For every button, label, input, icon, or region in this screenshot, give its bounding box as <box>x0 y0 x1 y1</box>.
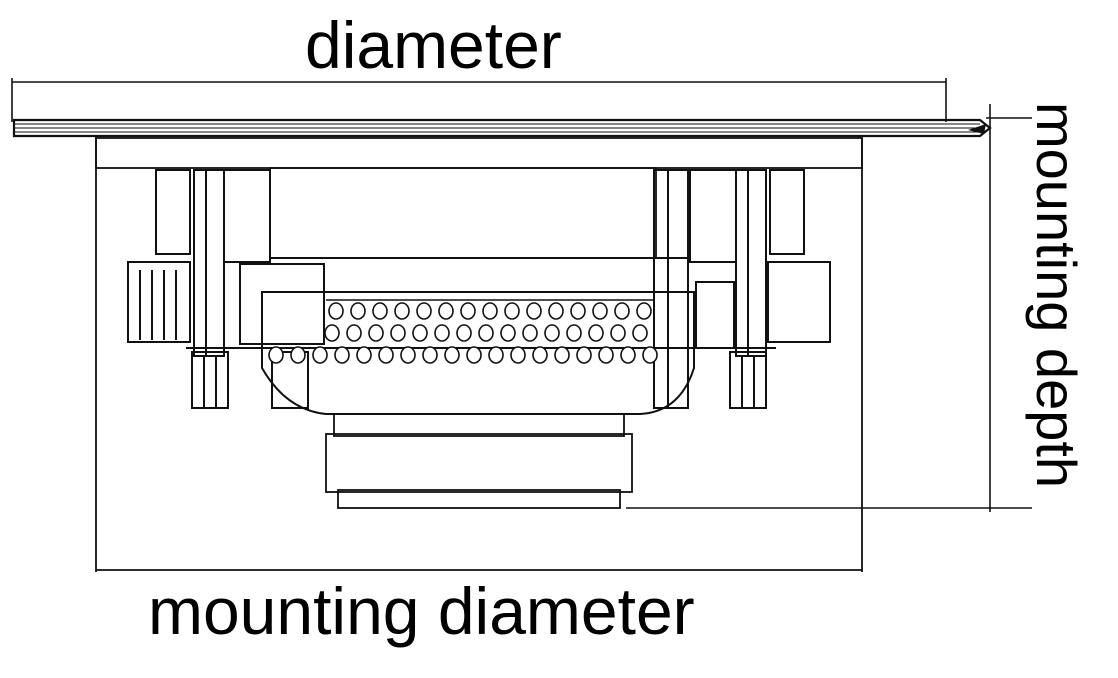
perforation-hole <box>400 346 416 364</box>
perforation-hole <box>390 324 406 342</box>
perforation-hole <box>412 324 428 342</box>
perforation-hole <box>378 346 394 364</box>
mounting-diameter-label: mounting diameter <box>148 574 695 648</box>
perforation-hole <box>350 302 366 320</box>
perforation-hole <box>598 346 614 364</box>
perforation-hole <box>456 324 472 342</box>
perforation-hole <box>422 346 438 364</box>
perforation-hole <box>328 302 344 320</box>
perforation-hole <box>548 302 564 320</box>
perforation-hole <box>466 346 482 364</box>
perforation-hole <box>522 324 538 342</box>
perforation-hole <box>290 346 306 364</box>
perforation-hole <box>488 346 504 364</box>
perforation-hole <box>576 346 592 364</box>
perforation-hole <box>460 302 476 320</box>
perforation-hole <box>544 324 560 342</box>
perforation-hole <box>642 346 658 364</box>
perforation-hole <box>394 302 410 320</box>
speaker-flange <box>12 118 992 138</box>
perforation-hole <box>356 346 372 364</box>
perforation-hole <box>438 302 454 320</box>
perforated-housing <box>261 291 695 415</box>
perforation-hole <box>554 346 570 364</box>
perforation-hole <box>334 346 350 364</box>
perforation-hole <box>632 324 648 342</box>
mounting-depth-dimension <box>626 104 1032 512</box>
perforation-hole <box>372 302 388 320</box>
diameter-dimension <box>11 78 947 122</box>
perforation-hole <box>592 302 608 320</box>
perforation-hole <box>566 324 582 342</box>
perforation-hole <box>620 346 636 364</box>
perforation-hole <box>532 346 548 364</box>
perforation-hole <box>614 302 630 320</box>
perforation-hole <box>434 324 450 342</box>
perforation-hole <box>636 302 652 320</box>
speaker-basket <box>127 167 831 409</box>
perforation-hole <box>610 324 626 342</box>
perforation-hole <box>268 346 284 364</box>
perforation-hole <box>526 302 542 320</box>
mounting-diameter-outline <box>95 136 863 572</box>
perforation-hole <box>312 346 328 364</box>
perforation-hole <box>570 302 586 320</box>
perforation-hole <box>346 324 362 342</box>
perforation-hole <box>482 302 498 320</box>
perforation-hole <box>324 324 340 342</box>
speaker-magnet <box>325 413 633 509</box>
diameter-label: diameter <box>305 8 562 82</box>
perforation-hole <box>478 324 494 342</box>
perforation-hole <box>510 346 526 364</box>
mounting-depth-label: mounting depth <box>1025 102 1088 489</box>
perforation-hole <box>500 324 516 342</box>
perforation-hole <box>368 324 384 342</box>
perforation-hole <box>504 302 520 320</box>
perforation-hole <box>444 346 460 364</box>
perforation-hole <box>588 324 604 342</box>
perforation-hole <box>416 302 432 320</box>
